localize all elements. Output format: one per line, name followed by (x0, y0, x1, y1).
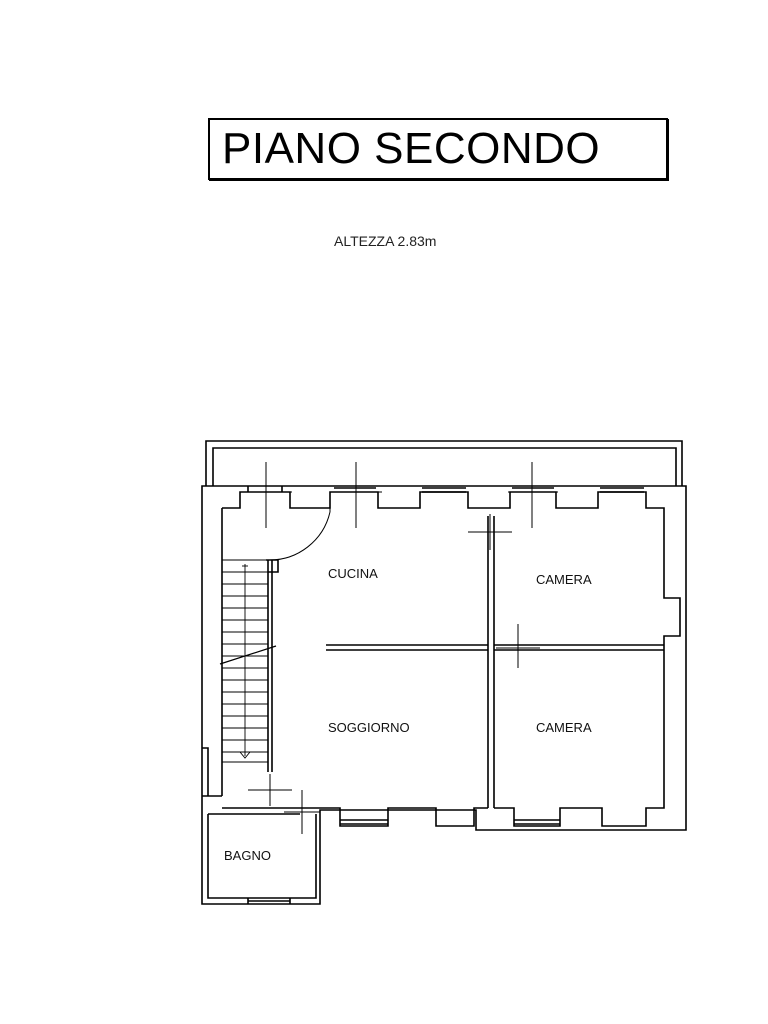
room-label-soggiorno: SOGGIORNO (328, 720, 410, 735)
stair-break (219, 645, 277, 665)
room-label-bagno: BAGNO (224, 848, 271, 863)
page-title: PIANO SECONDO (222, 124, 601, 173)
room-label-camera-bottom: CAMERA (536, 720, 592, 735)
height-note: ALTEZZA 2.83m (334, 233, 437, 249)
doors (267, 508, 331, 561)
window-1 (247, 486, 283, 492)
corridor-wall (202, 795, 320, 809)
marker-6 (248, 774, 292, 806)
door-entry-swing (267, 511, 331, 561)
markers (240, 462, 558, 834)
soggiorno-bottom-wall (320, 807, 488, 827)
walls (201, 440, 687, 905)
outer-wall (201, 485, 687, 905)
window-bottom-2 (514, 819, 560, 825)
window-2 (422, 487, 466, 493)
marker-5 (496, 624, 540, 668)
room-label-camera-top: CAMERA (536, 572, 592, 587)
room-label-cucina: CUCINA (328, 566, 378, 581)
balcony-outline (205, 440, 683, 486)
partition-vertical (487, 516, 495, 808)
stair-wall (267, 560, 273, 772)
window-3 (600, 487, 644, 493)
window-bottom-1 (340, 819, 388, 825)
marker-1 (240, 462, 292, 528)
bagno-window (247, 898, 291, 904)
balcony-inner (212, 447, 677, 486)
marker-3 (508, 462, 558, 528)
bagno-inner (207, 813, 317, 899)
partition-horizontal (326, 644, 664, 651)
marker-4 (468, 514, 512, 550)
inner-wall (222, 491, 681, 827)
left-outer-lower (202, 747, 209, 796)
marker-2 (330, 462, 382, 528)
title-box: PIANO SECONDO (208, 118, 668, 180)
staircase (219, 559, 277, 763)
marker-7 (284, 790, 320, 834)
